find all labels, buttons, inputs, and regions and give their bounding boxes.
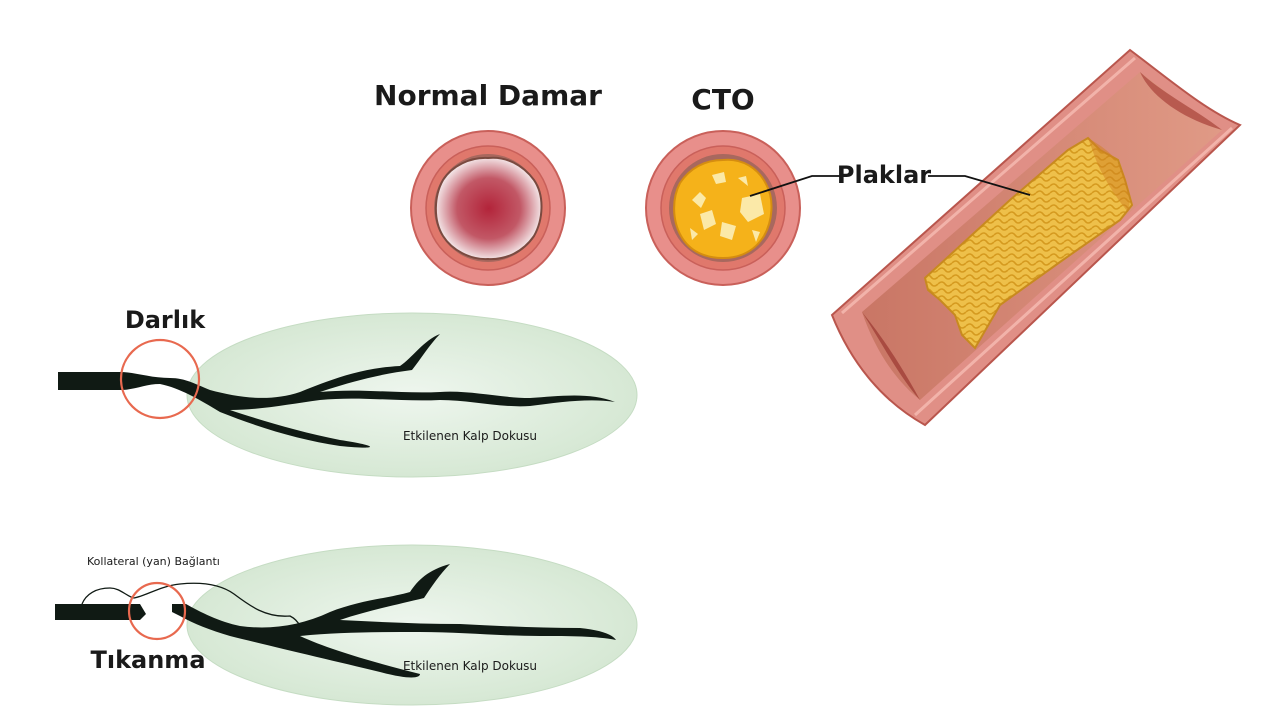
occlusion-diagram: Kollateral (yan) Bağlantı Tıkanma Etkile… [55, 544, 638, 706]
longitudinal-vessel [830, 48, 1242, 427]
collateral-connection [81, 582, 301, 627]
cto-title: CTO [691, 83, 754, 116]
cto-cross-section [645, 130, 801, 286]
plaques-label: Plaklar [837, 161, 931, 189]
collateral-label: Kollateral (yan) Bağlantı [87, 555, 220, 568]
artery-stump-left [55, 604, 146, 620]
plaques-annotation: Plaklar [749, 161, 1031, 197]
affected-tissue-label-top: Etkilenen Kalp Dokusu [403, 429, 537, 443]
normal-vessel-title: Normal Damar [374, 79, 602, 112]
stenosis-diagram: Darlık Etkilenen Kalp Dokusu [58, 306, 638, 478]
occlusion-highlight-circle [127, 581, 187, 641]
affected-tissue-label-bottom: Etkilenen Kalp Dokusu [403, 659, 537, 673]
normal-vessel-cross-section [410, 130, 566, 286]
stenosis-highlight-circle [119, 338, 201, 420]
stenosis-label: Darlık [125, 306, 206, 334]
occlusion-label: Tıkanma [90, 646, 205, 674]
plaque-mass [923, 136, 1134, 350]
